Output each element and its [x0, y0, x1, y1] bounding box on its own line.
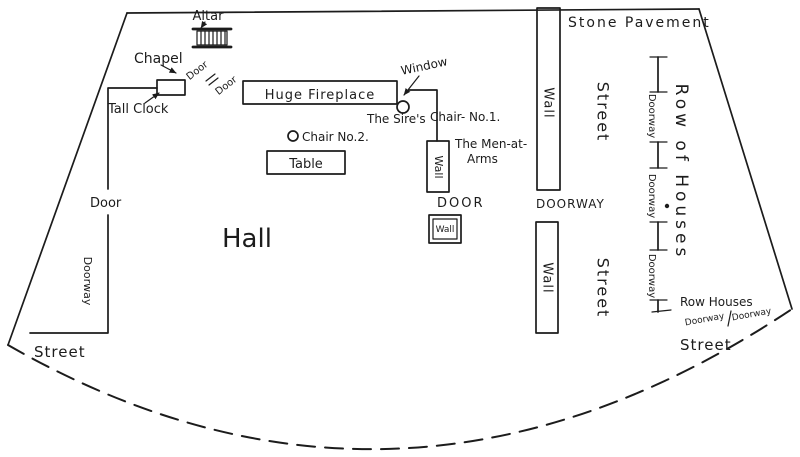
fireplace-label: Huge Fireplace [265, 88, 376, 103]
chapel-door-label-1: Door [185, 59, 211, 83]
chapel-arrow [160, 64, 177, 74]
sires-label: The Sire's [366, 112, 426, 126]
houses-dot [664, 203, 670, 209]
street-se-label: Street [594, 258, 613, 319]
boundary-right [698, 8, 793, 310]
furniture [266, 100, 410, 175]
boundary-left [7, 12, 128, 346]
outer-boundary [7, 8, 793, 451]
wall-box-upper-label: Wall [432, 155, 445, 178]
altar-label: Altar [193, 9, 225, 24]
tall-clock-rect [156, 79, 186, 96]
left-inner-wall [29, 87, 158, 334]
wall-after-window [408, 89, 438, 142]
doorway-row-label-3: Doorway [646, 254, 657, 298]
chapel-label: Chapel [134, 51, 183, 67]
right-wall-lower-label: Wall [540, 262, 555, 293]
right-wall-upper [536, 7, 561, 191]
hall-label: Hall [222, 224, 272, 254]
doorway-br-label-2: Doorway [731, 307, 773, 324]
table-label: Table [288, 157, 323, 172]
row-of-houses-label: Row of Houses [671, 84, 691, 261]
chair-no2-circle [287, 130, 299, 142]
labels: Altar Chapel Door Door Tall Clock Huge F… [34, 9, 773, 361]
sires-chair-circle [396, 100, 410, 114]
tall-clock-label: Tall Clock [107, 102, 169, 117]
chair-no2-label: Chair No.2. [302, 130, 369, 144]
doorway-left-label: Doorway [81, 257, 94, 306]
stone-pavement-label: Stone Pavement [568, 15, 711, 31]
right-wall-lower [535, 221, 559, 334]
wall-box-lower-label: Wall [436, 225, 455, 235]
chair-no1-label: Chair- No.1. [430, 110, 500, 124]
altar-arrow [200, 20, 208, 29]
door-symbol [205, 73, 219, 86]
street-sw-label: Street [34, 343, 86, 361]
window-arrow [403, 75, 420, 96]
window-label: Window [400, 54, 449, 78]
altar-symbol [191, 27, 233, 49]
br-divider-tick [727, 310, 732, 327]
door-center-label: DOOR [437, 196, 485, 211]
interior-walls [29, 7, 561, 334]
fireplace-rect [242, 80, 398, 105]
men-at-arms-label-2: Arms [467, 152, 498, 166]
men-at-arms-label-1: The Men-at- [454, 137, 527, 151]
street-ne-label: Street [594, 82, 613, 143]
boundary-bottom-dashed [7, 308, 793, 451]
street-br-label: Street [680, 336, 732, 354]
wall-box-upper [426, 140, 450, 193]
right-wall-upper-label: Wall [541, 87, 556, 118]
doorway-row-label-1: Doorway [646, 94, 657, 138]
table-rect [266, 150, 346, 175]
clock-arrow [144, 92, 160, 104]
chapel-door-label-2: Door [214, 74, 240, 98]
door-left-label: Door [90, 196, 122, 211]
row-of-houses-ticks [649, 56, 672, 313]
row-of-houses-frontage [649, 56, 732, 327]
altar-hatching [200, 30, 226, 46]
boundary-top [126, 8, 700, 14]
doorway-br-label-1: Doorway [684, 312, 726, 329]
row-houses-label: Row Houses [680, 295, 753, 309]
wall-box-lower-inner [432, 218, 458, 240]
wall-box-lower [428, 214, 462, 244]
annotation-arrows [144, 20, 420, 104]
doorway-row-label-2: Doorway [646, 174, 657, 218]
altar-body [196, 30, 228, 46]
doorway-right-label: DOORWAY [536, 197, 605, 211]
